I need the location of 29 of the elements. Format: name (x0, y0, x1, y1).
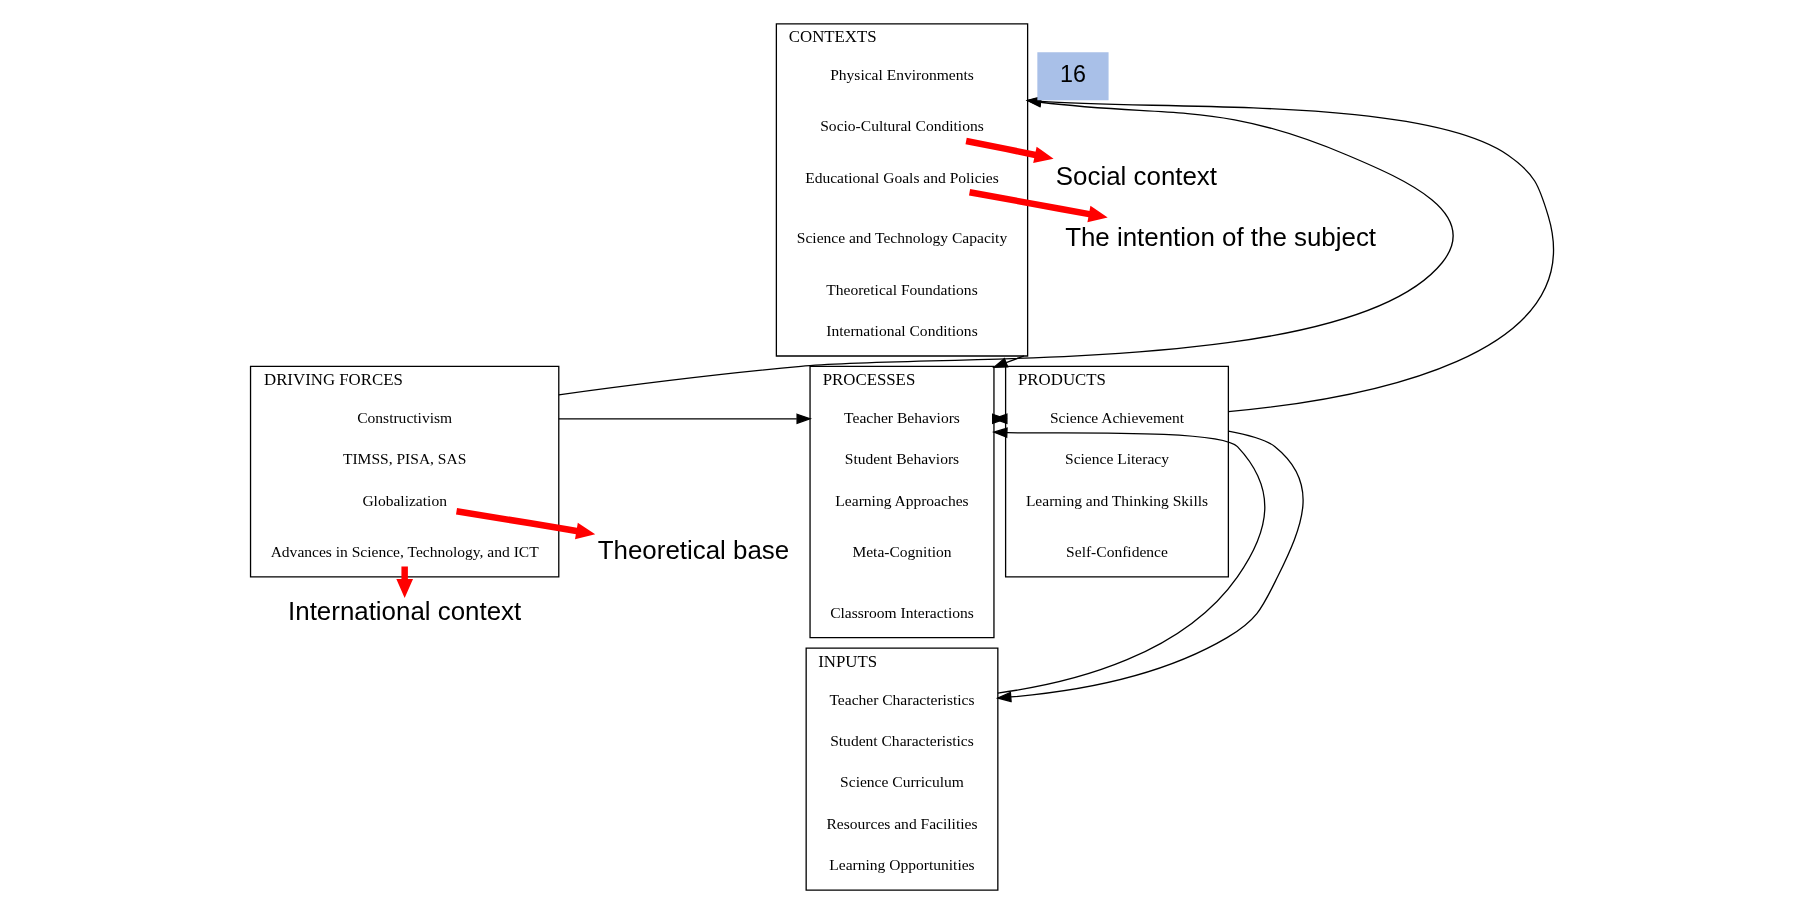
node-text: Teacher Behaviors (843, 408, 960, 426)
node-text: Teacher Characteristics (828, 690, 975, 708)
node-text: International context (287, 597, 521, 626)
node-text: Self-Confidence (1065, 542, 1168, 560)
node-text: Theoretical Foundations (825, 280, 978, 298)
node-text: Theoretical base (597, 536, 789, 565)
node-text: The intention of the subject (1064, 222, 1376, 251)
label: 16 (1059, 60, 1086, 87)
node-text: Learning and Thinking Skills (1025, 491, 1208, 509)
node-text: Science and Technology Capacity (796, 229, 1007, 247)
node-text: Globalization (361, 491, 447, 509)
node-text: Constructivism (356, 408, 452, 426)
node-text: Socio-Cultural Conditions (819, 117, 984, 135)
node-text: Science Literacy (1064, 450, 1169, 468)
node-text: Student Characteristics (829, 731, 974, 749)
node-text: Learning Approaches (834, 491, 969, 509)
node-text: Social context (1055, 162, 1217, 191)
node-text: Educational Goals and Policies (804, 168, 999, 186)
node-text: TIMSS, PISA, SAS (342, 450, 466, 468)
node-text: Learning Opportunities (828, 856, 975, 874)
node-text: Science Achievement (1049, 408, 1184, 426)
node-text: Resources and Facilities (826, 814, 977, 832)
node-text: Advances in Science, Technology, and ICT (270, 542, 539, 560)
node-text: Physical Environments (829, 66, 974, 84)
node-text: Classroom Interactions (829, 603, 974, 621)
node-text: Science Curriculum (839, 773, 964, 791)
node-text: Meta-Cognition (851, 542, 952, 560)
node-text: International Conditions (825, 322, 978, 340)
node-text: Student Behaviors (844, 450, 959, 468)
